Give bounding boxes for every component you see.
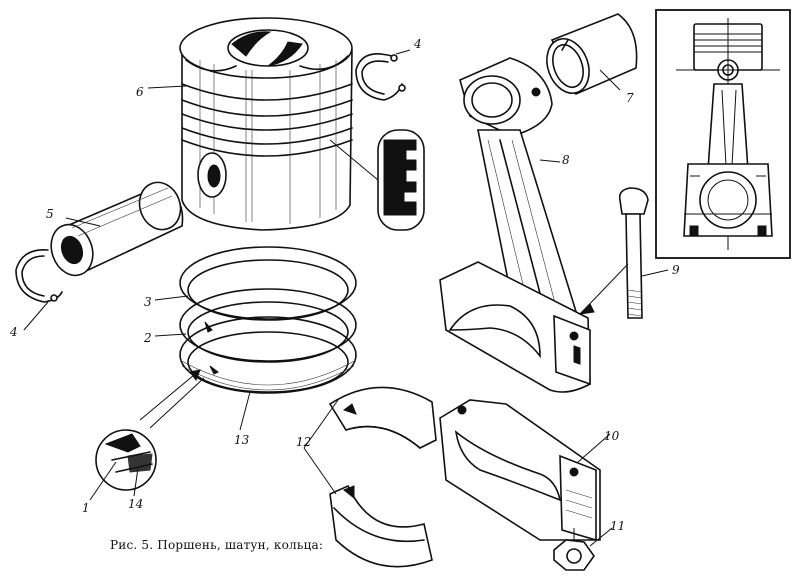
rod-cap: [439, 399, 601, 542]
label-4-top: 4: [413, 37, 422, 51]
ring-groove-section: [329, 129, 425, 231]
label-12: 12: [296, 435, 311, 449]
piston-rings: [179, 246, 357, 394]
figure-caption: Рис. 5. Поршень, шатун, кольца:: [110, 538, 324, 552]
label-2: 2: [143, 331, 152, 345]
ring-lock-detail: [95, 369, 205, 491]
rod-bolt: [578, 187, 649, 319]
leader-lines: [23, 49, 669, 547]
label-8: 8: [562, 153, 570, 167]
label-13: 13: [234, 433, 250, 447]
bearing-shell-upper: [328, 386, 437, 449]
connecting-rod: [439, 57, 591, 393]
rod-nut: [553, 528, 595, 571]
piston: [179, 17, 353, 231]
label-9: 9: [672, 263, 680, 277]
circlip-left: [15, 249, 63, 303]
label-1: 1: [82, 501, 90, 515]
circlip-top: [355, 53, 406, 101]
label-3: 3: [144, 295, 152, 309]
label-14: 14: [128, 497, 143, 511]
label-4-left: 4: [9, 325, 18, 339]
label-11: 11: [610, 519, 625, 533]
label-10: 10: [604, 429, 620, 443]
label-7: 7: [626, 91, 634, 105]
small-end-bushing: [546, 13, 638, 96]
label-5: 5: [46, 207, 54, 221]
assembly-inset: [655, 9, 791, 259]
part-labels: 6 4 5 4 3 2 13 12 1 14 7 8 9 10 11: [9, 37, 680, 533]
label-6: 6: [136, 85, 144, 99]
piston-pin: [50, 181, 184, 277]
bearing-shell-lower: [329, 484, 433, 568]
